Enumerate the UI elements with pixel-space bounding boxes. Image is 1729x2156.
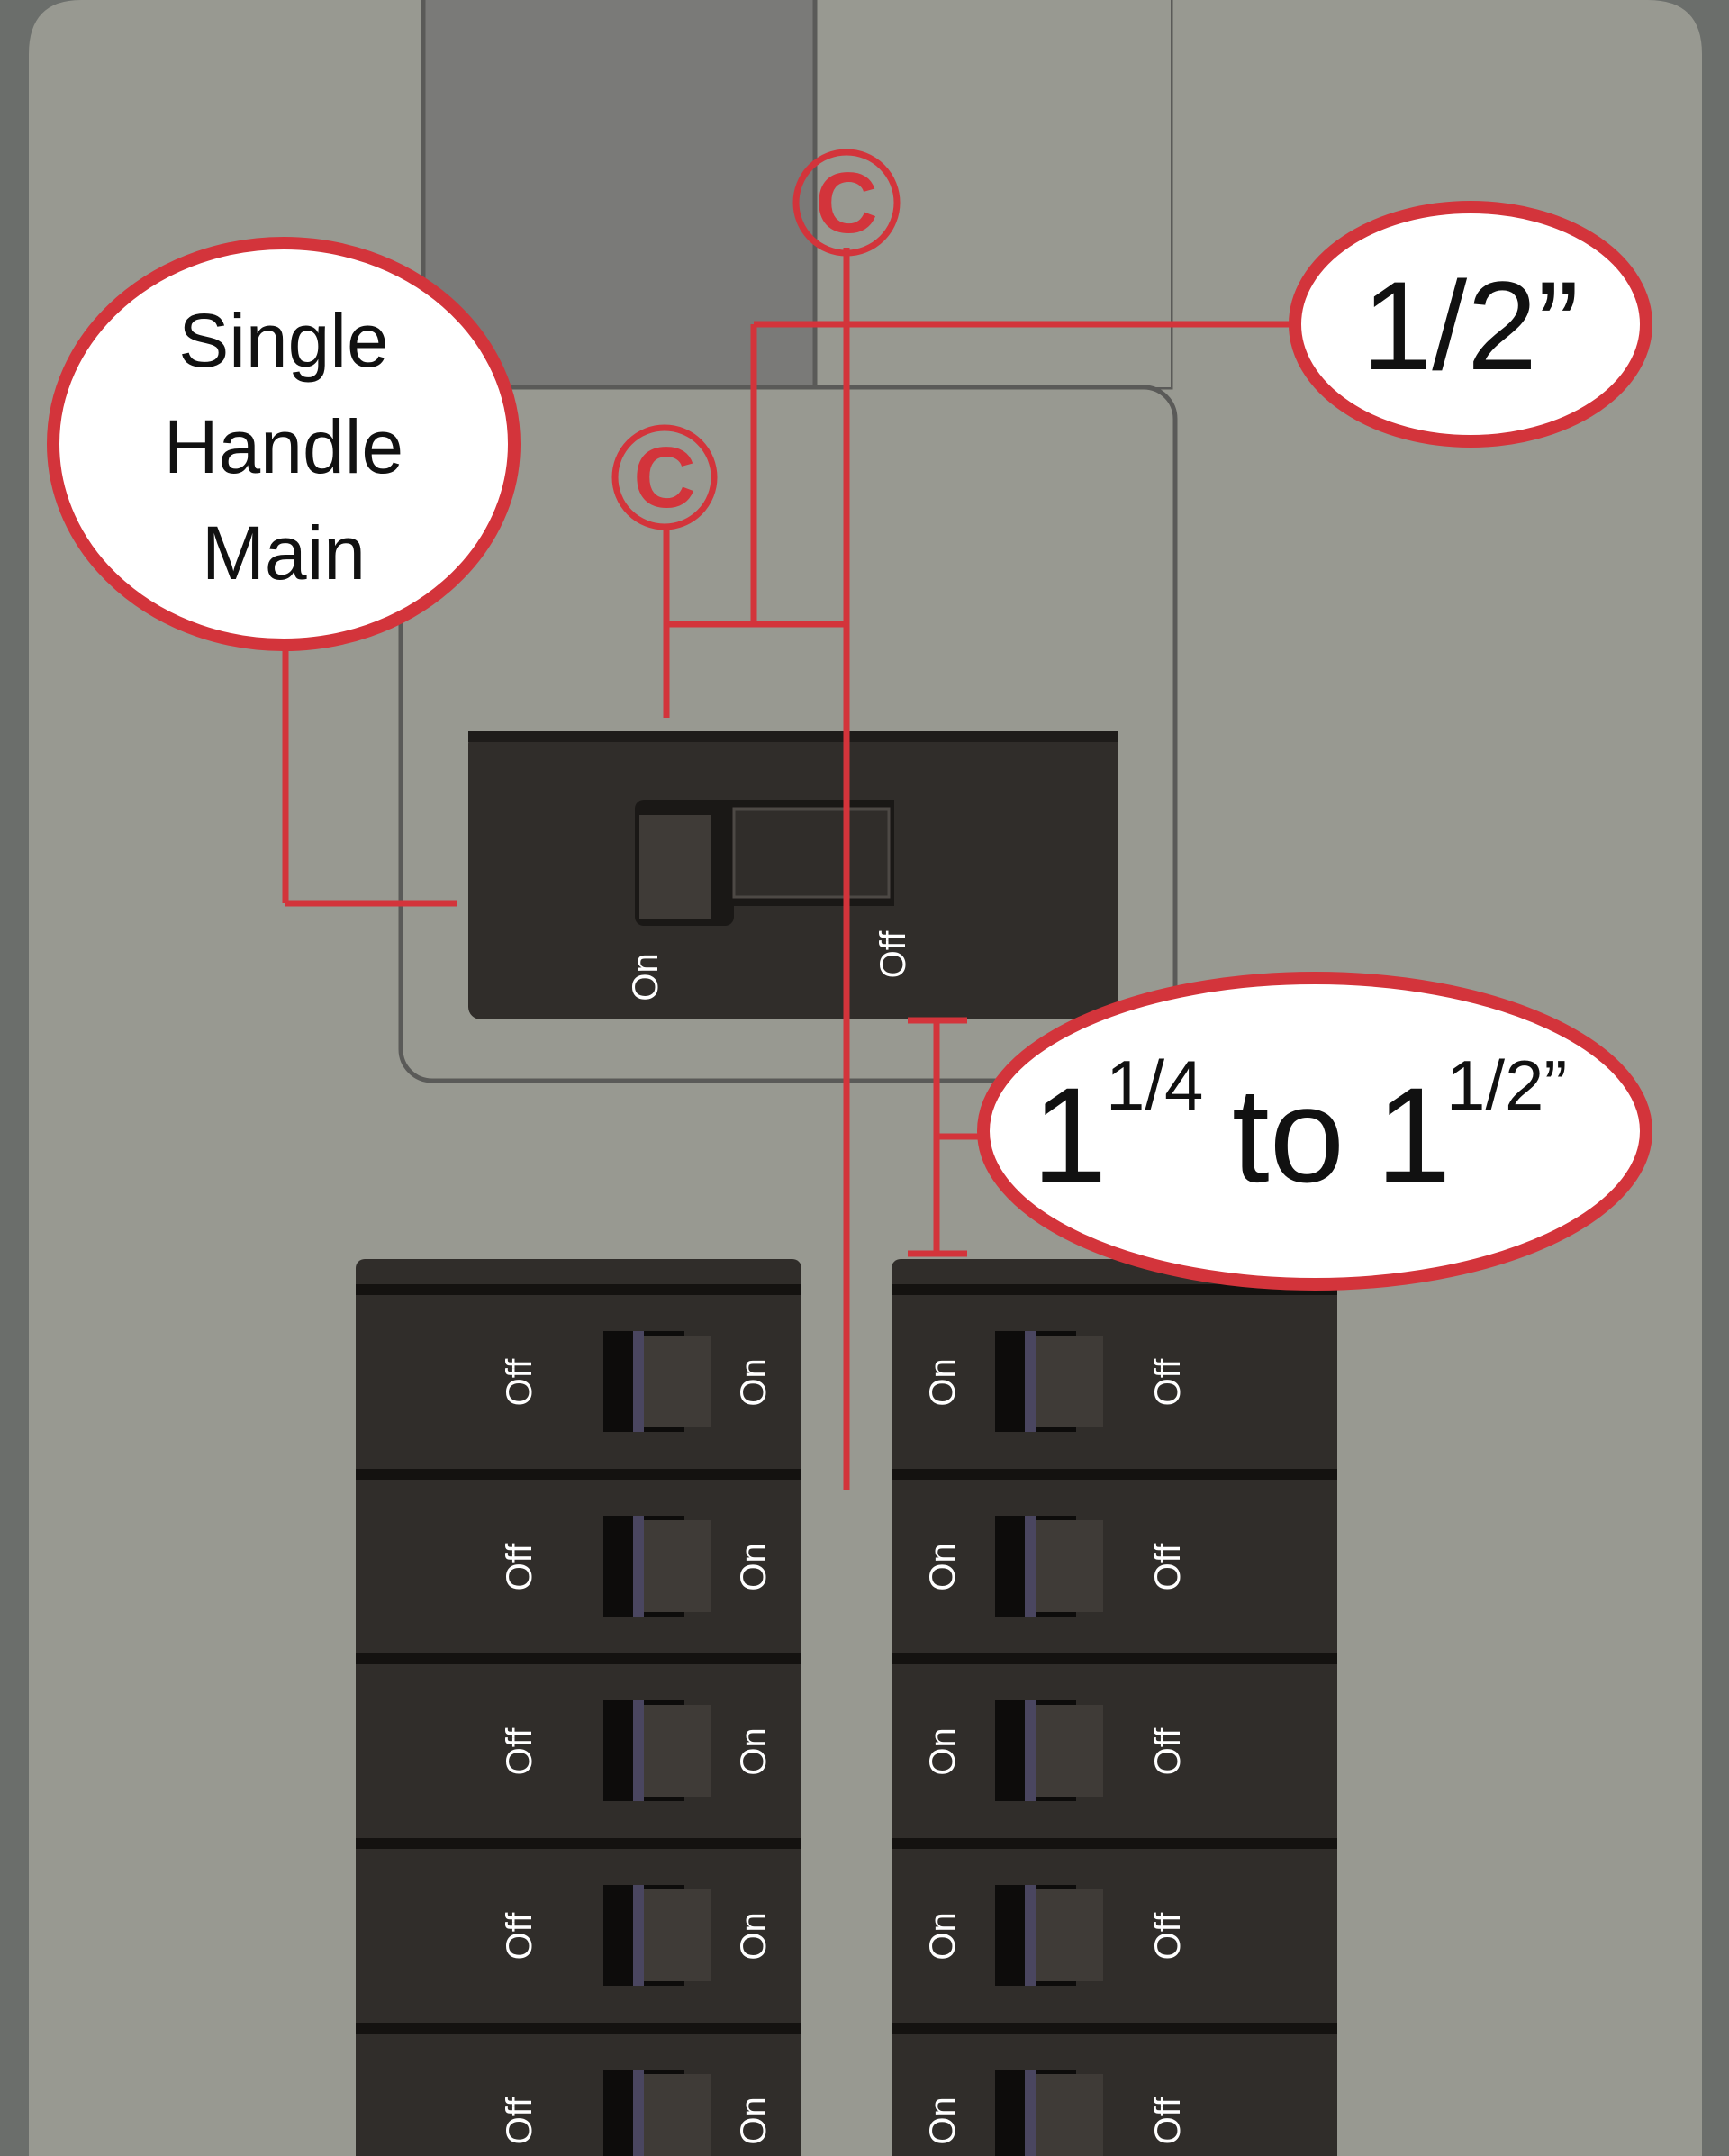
handle-stripe (1025, 2070, 1036, 2156)
main-breaker[interactable]: On Off (468, 731, 1118, 1019)
breaker-on-label: On (923, 1727, 963, 1775)
breaker-on-label: On (734, 1543, 774, 1590)
breaker-handle[interactable] (603, 1331, 711, 1432)
breaker-off-label: Off (1148, 1358, 1188, 1407)
svg-text:1/4: 1/4 (1106, 1046, 1203, 1125)
breaker-right-4[interactable]: Off On (892, 1838, 1337, 1986)
breaker-off-label: Off (500, 1543, 539, 1591)
breaker-separator (356, 2023, 801, 2034)
breaker-left-4[interactable]: Off On (356, 1838, 801, 1986)
breaker-off-label: Off (1148, 1543, 1188, 1591)
breaker-handle[interactable] (603, 1700, 711, 1801)
centerline-mark-handle: C (611, 424, 718, 530)
handle-stripe (633, 1885, 644, 1986)
breaker-separator (892, 1469, 1337, 1480)
breaker-off-label: Off (1148, 1727, 1188, 1776)
handle-stripe (633, 1331, 644, 1432)
breaker-left-1[interactable]: Off On (356, 1284, 801, 1432)
handle-stripe (1025, 1516, 1036, 1617)
svg-text:1/2”: 1/2” (1446, 1046, 1567, 1125)
main-breaker-top-edge (468, 731, 1118, 742)
handle-stripe (1025, 1885, 1036, 1986)
breaker-off-label: Off (1148, 1912, 1188, 1961)
svg-text:1/2”: 1/2” (1362, 255, 1579, 396)
breaker-separator (356, 1469, 801, 1480)
half-inch-callout: 1/2” (1289, 201, 1652, 448)
breaker-separator (356, 1653, 801, 1664)
breaker-off-label: Off (500, 1358, 539, 1407)
breaker-separator (892, 1838, 1337, 1849)
breaker-handle[interactable] (995, 1700, 1103, 1801)
breaker-on-label: On (923, 2097, 963, 2144)
breaker-handle[interactable] (603, 1516, 711, 1617)
breaker-separator (356, 1838, 801, 1849)
breaker-handle[interactable] (603, 1885, 711, 1986)
svg-text:C: C (815, 155, 877, 251)
breaker-separator (892, 1653, 1337, 1664)
centerline-mark-top: C (792, 149, 901, 257)
breaker-off-label: Off (500, 2097, 539, 2145)
svg-text:C: C (633, 430, 695, 526)
breaker-separator (892, 2023, 1337, 2034)
breaker-on-label: On (923, 1358, 963, 1406)
breaker-handle[interactable] (603, 2070, 711, 2156)
handle-stripe (1025, 1331, 1036, 1432)
handle-stripe (1025, 1700, 1036, 1801)
breaker-on-label: On (923, 1912, 963, 1960)
breaker-right-3[interactable]: Off On (892, 1653, 1337, 1801)
single-handle-main-callout: Single Handle Main (47, 237, 521, 651)
dimension-lines (282, 248, 1292, 1490)
svg-text:Handle: Handle (164, 404, 403, 489)
breaker-left-5[interactable]: Off On (356, 2023, 801, 2156)
breaker-right-2[interactable]: Off On (892, 1469, 1337, 1617)
svg-text:to: to (1232, 1059, 1344, 1210)
breaker-left-3[interactable]: Off On (356, 1653, 801, 1801)
breaker-right-1[interactable]: Off On (892, 1284, 1337, 1432)
breaker-on-label: On (734, 1727, 774, 1775)
breaker-on-label: On (734, 1358, 774, 1406)
breaker-off-label: Off (1148, 2097, 1188, 2145)
breaker-handle[interactable] (995, 2070, 1103, 2156)
breaker-off-label: Off (500, 1912, 539, 1961)
gap-callout: 1 1/4 to 1 1/2” (977, 972, 1652, 1291)
breaker-handle[interactable] (995, 1885, 1103, 1986)
breaker-handle[interactable] (995, 1516, 1103, 1617)
breaker-right-5[interactable]: Off On (892, 2023, 1337, 2156)
main-off-label: Off (874, 930, 913, 979)
main-breaker-handle[interactable] (635, 800, 894, 926)
breaker-handle[interactable] (995, 1331, 1103, 1432)
handle-stripe (633, 1700, 644, 1801)
breaker-on-label: On (734, 2097, 774, 2144)
breaker-on-label: On (923, 1543, 963, 1590)
main-on-label: On (626, 953, 665, 1001)
breaker-on-label: On (734, 1912, 774, 1960)
breaker-off-label: Off (500, 1727, 539, 1776)
svg-text:1: 1 (1032, 1059, 1107, 1210)
handle-stripe (633, 2070, 644, 2156)
svg-text:1: 1 (1376, 1059, 1451, 1210)
breaker-separator (892, 1284, 1337, 1295)
svg-text:Main: Main (202, 511, 366, 595)
svg-text:Single: Single (178, 298, 389, 383)
handle-stripe (633, 1516, 644, 1617)
breaker-separator (356, 1284, 801, 1295)
breaker-left-2[interactable]: Off On (356, 1469, 801, 1617)
